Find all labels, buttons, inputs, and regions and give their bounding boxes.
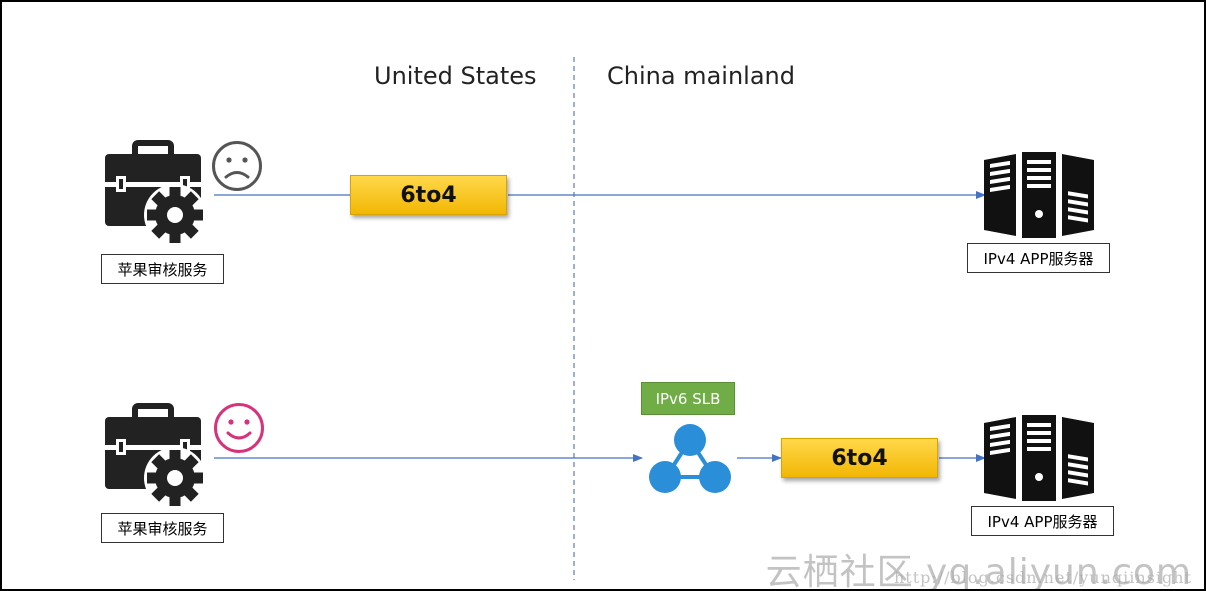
region-label-china-mainland: China mainland bbox=[607, 62, 795, 90]
toolbox-gear-icon bbox=[105, 403, 206, 509]
server-rack-icon bbox=[984, 415, 1094, 501]
ipv4-app-server-label: IPv4 APP服务器 bbox=[967, 243, 1110, 273]
ipv4-app-server-label: IPv4 APP服务器 bbox=[971, 506, 1114, 536]
apple-review-service-label: 苹果审核服务 bbox=[101, 254, 224, 284]
smiley-face-icon bbox=[214, 403, 264, 453]
toolbox-gear-icon bbox=[105, 140, 206, 246]
region-label-united-states: United States bbox=[374, 62, 537, 90]
server-rack-icon bbox=[984, 152, 1094, 238]
apple-review-service-label: 苹果审核服务 bbox=[101, 513, 224, 543]
watermark-site: 云栖社区 yq.aliyun.com bbox=[765, 552, 1192, 591]
6to4-tunnel-box: 6to4 bbox=[781, 438, 938, 478]
sad-face-icon bbox=[212, 141, 262, 191]
watermark-url: http://blog.csdn.net/yunqiinsight bbox=[893, 568, 1192, 587]
6to4-tunnel-box: 6to4 bbox=[350, 175, 507, 215]
watermark: 云栖社区 yq.aliyun.com http://blog.csdn.net/… bbox=[766, 554, 1192, 590]
load-balancer-icon bbox=[649, 424, 731, 493]
ipv6-slb-label: IPv6 SLB bbox=[641, 382, 735, 415]
